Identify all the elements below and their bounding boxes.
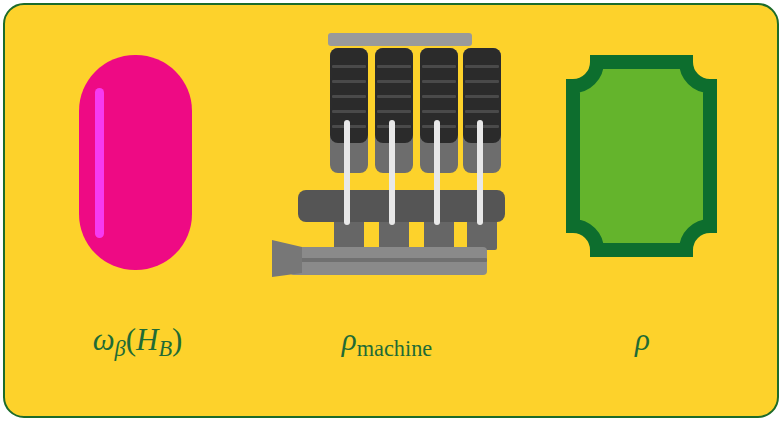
cylinder-groove [422, 80, 456, 83]
cylinder-highlight [477, 120, 483, 225]
cylinder-groove [465, 95, 499, 98]
cylinder-groove [377, 65, 411, 68]
math-label: ωβ(HB) [70, 320, 205, 363]
cylinder-groove [422, 65, 456, 68]
shape-outline [565, 45, 720, 360]
notched-square-shape: ρ [565, 45, 720, 360]
pill-highlight [95, 88, 104, 238]
cylinder-groove [422, 95, 456, 98]
cylinder-groove [332, 110, 366, 113]
cylinder-highlight [434, 120, 440, 225]
shape-outline [70, 45, 205, 360]
machine-illustration: ρmachine [262, 25, 512, 360]
cylinder-groove [332, 80, 366, 83]
cylinder-groove [332, 65, 366, 68]
cylinder-groove [332, 95, 366, 98]
cylinder-groove [377, 80, 411, 83]
top-bar [328, 33, 472, 46]
shape-outline [262, 25, 512, 360]
pill-body [79, 55, 192, 270]
math-label: ρmachine [262, 320, 512, 363]
cylinder-highlight [389, 120, 395, 225]
nozzle [272, 240, 302, 277]
cylinder-groove [377, 95, 411, 98]
bottom-bar [290, 247, 487, 275]
cylinder-groove [465, 110, 499, 113]
cylinder-groove [422, 110, 456, 113]
cylinder-groove [377, 110, 411, 113]
math-label: ρ [565, 320, 720, 360]
bottom-bar-line [290, 258, 487, 262]
cylinder-highlight [344, 120, 350, 225]
cylinder-groove [465, 80, 499, 83]
pill-shape: ωβ(HB) [70, 45, 205, 360]
panel-background [4, 4, 778, 417]
engine-block [298, 190, 505, 222]
cylinder-groove [465, 65, 499, 68]
notched-square-body [573, 62, 710, 250]
